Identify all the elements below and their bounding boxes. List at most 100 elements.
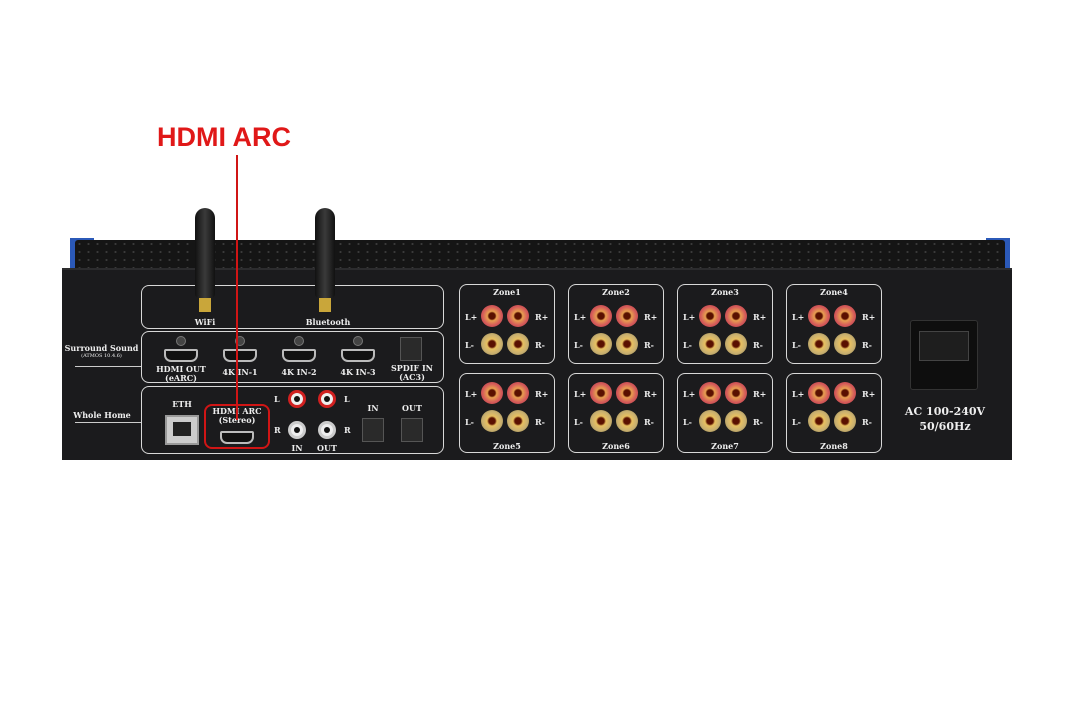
divider bbox=[75, 366, 141, 367]
rca-in-right[interactable] bbox=[288, 421, 306, 439]
binding-post-r-plus[interactable] bbox=[507, 382, 529, 404]
binding-post-r-plus[interactable] bbox=[616, 382, 638, 404]
screw-icon bbox=[353, 336, 363, 346]
terminal-label: L- bbox=[574, 417, 583, 427]
binding-post-l-plus[interactable] bbox=[699, 305, 721, 327]
terminal-label: L+ bbox=[574, 389, 587, 399]
hdmi-out-label: HDMI OUT(eARC) bbox=[156, 364, 206, 383]
wifi-antenna bbox=[195, 208, 215, 298]
terminal-label: L+ bbox=[792, 312, 805, 322]
binding-post-r-plus[interactable] bbox=[834, 305, 856, 327]
4k-in-3-port[interactable] bbox=[341, 349, 375, 362]
zone-label: Zone1 bbox=[493, 287, 521, 297]
binding-post-l-minus[interactable] bbox=[481, 410, 503, 432]
optical-in-port[interactable] bbox=[362, 418, 384, 442]
binding-post-r-minus[interactable] bbox=[834, 410, 856, 432]
zone-label: Zone7 bbox=[711, 441, 739, 451]
4k-in-2-port[interactable] bbox=[282, 349, 316, 362]
binding-post-r-plus[interactable] bbox=[725, 305, 747, 327]
terminal-label: R+ bbox=[753, 312, 767, 322]
terminal-label: R- bbox=[644, 340, 654, 350]
terminal-label: L- bbox=[792, 417, 801, 427]
zone-8-outputs: Zone8 L+ R+ L- R- bbox=[786, 373, 882, 453]
surround-subtitle: (ATMOS 10.4.6) bbox=[81, 353, 122, 359]
wireless-section bbox=[141, 285, 444, 329]
binding-post-r-minus[interactable] bbox=[725, 333, 747, 355]
zone-6-outputs: Zone6 L+ R+ L- R- bbox=[568, 373, 664, 453]
binding-post-r-minus[interactable] bbox=[834, 333, 856, 355]
rca-r-label: R bbox=[274, 425, 281, 435]
binding-post-l-plus[interactable] bbox=[699, 382, 721, 404]
zone-7-outputs: Zone7 L+ R+ L- R- bbox=[677, 373, 773, 453]
zone-label: Zone4 bbox=[820, 287, 848, 297]
rca-out-right[interactable] bbox=[318, 421, 336, 439]
binding-post-r-plus[interactable] bbox=[725, 382, 747, 404]
zone-label: Zone2 bbox=[602, 287, 630, 297]
terminal-label: L+ bbox=[792, 389, 805, 399]
terminal-label: R- bbox=[753, 417, 763, 427]
rca-in-label: IN bbox=[291, 443, 303, 453]
optical-in-label: IN bbox=[367, 403, 379, 413]
4k-in-1-label: 4K IN-1 bbox=[222, 367, 258, 377]
binding-post-l-minus[interactable] bbox=[808, 333, 830, 355]
bluetooth-antenna-connector bbox=[319, 298, 331, 312]
binding-post-r-minus[interactable] bbox=[507, 333, 529, 355]
hdmi-arc-port[interactable] bbox=[220, 431, 254, 444]
binding-post-l-minus[interactable] bbox=[481, 333, 503, 355]
binding-post-l-plus[interactable] bbox=[590, 382, 612, 404]
ethernet-port[interactable] bbox=[165, 415, 199, 445]
spdif-in-label: SPDIF IN(AC3) bbox=[391, 363, 433, 382]
binding-post-r-plus[interactable] bbox=[507, 305, 529, 327]
zone-4-outputs: Zone4 L+ R+ L- R- bbox=[786, 284, 882, 364]
surround-heading: Surround Sound (ATMOS 10.4.6) bbox=[62, 344, 141, 360]
binding-post-l-minus[interactable] bbox=[808, 410, 830, 432]
binding-post-l-minus[interactable] bbox=[590, 333, 612, 355]
bluetooth-label: Bluetooth bbox=[305, 317, 351, 327]
terminal-label: R- bbox=[862, 417, 872, 427]
screw-icon bbox=[176, 336, 186, 346]
optical-out-port[interactable] bbox=[401, 418, 423, 442]
terminal-label: L+ bbox=[683, 312, 696, 322]
terminal-label: R- bbox=[753, 340, 763, 350]
terminal-label: L- bbox=[683, 340, 692, 350]
divider bbox=[75, 422, 141, 423]
zone-label: Zone3 bbox=[711, 287, 739, 297]
binding-post-r-plus[interactable] bbox=[834, 382, 856, 404]
rca-in-left[interactable] bbox=[288, 390, 306, 408]
binding-post-r-plus[interactable] bbox=[616, 305, 638, 327]
binding-post-l-plus[interactable] bbox=[590, 305, 612, 327]
terminal-label: R+ bbox=[862, 389, 876, 399]
zone-1-outputs: Zone1 L+ R+ L- R- bbox=[459, 284, 555, 364]
optical-out-label: OUT bbox=[402, 403, 422, 413]
terminal-label: R- bbox=[644, 417, 654, 427]
terminal-label: R+ bbox=[862, 312, 876, 322]
binding-post-l-minus[interactable] bbox=[590, 410, 612, 432]
binding-post-r-minus[interactable] bbox=[616, 410, 638, 432]
binding-post-l-plus[interactable] bbox=[808, 305, 830, 327]
terminal-label: L- bbox=[465, 340, 474, 350]
binding-post-r-minus[interactable] bbox=[616, 333, 638, 355]
4k-in-3-label: 4K IN-3 bbox=[340, 367, 376, 377]
binding-post-l-plus[interactable] bbox=[481, 305, 503, 327]
binding-post-l-minus[interactable] bbox=[699, 410, 721, 432]
zone-2-outputs: Zone2 L+ R+ L- R- bbox=[568, 284, 664, 364]
binding-post-l-plus[interactable] bbox=[808, 382, 830, 404]
screw-icon bbox=[294, 336, 304, 346]
binding-post-l-minus[interactable] bbox=[699, 333, 721, 355]
terminal-label: R- bbox=[862, 340, 872, 350]
spdif-in-port[interactable] bbox=[400, 337, 422, 361]
binding-post-l-plus[interactable] bbox=[481, 382, 503, 404]
terminal-label: L- bbox=[574, 340, 583, 350]
hdmi-out-port[interactable] bbox=[164, 349, 198, 362]
rca-l-label: L bbox=[274, 394, 280, 404]
4k-in-2-label: 4K IN-2 bbox=[281, 367, 317, 377]
terminal-label: L- bbox=[683, 417, 692, 427]
power-inlet[interactable] bbox=[910, 320, 978, 390]
binding-post-r-minus[interactable] bbox=[725, 410, 747, 432]
zone-5-outputs: Zone5 L+ R+ L- R- bbox=[459, 373, 555, 453]
rca-out-left[interactable] bbox=[318, 390, 336, 408]
binding-post-r-minus[interactable] bbox=[507, 410, 529, 432]
bluetooth-antenna bbox=[315, 208, 335, 298]
rca-l-label: L bbox=[344, 394, 350, 404]
4k-in-1-port[interactable] bbox=[223, 349, 257, 362]
